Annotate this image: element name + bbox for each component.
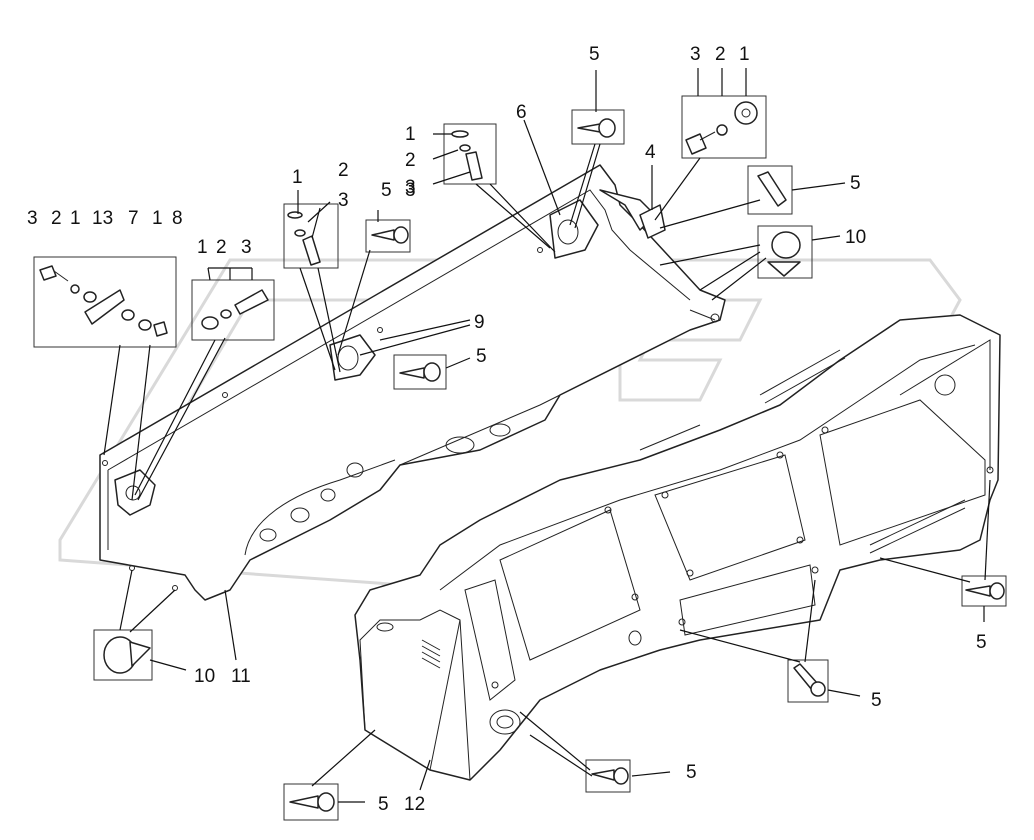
callout-3f: 3 — [405, 177, 416, 198]
callout-2a: 2 — [51, 208, 62, 229]
callout-3c: 3 — [241, 237, 252, 258]
callout-7: 7 — [128, 208, 139, 229]
clip-box-left — [93, 629, 153, 681]
callout-5-bottom-left: 5 — [378, 794, 389, 815]
callout-11: 11 — [231, 666, 251, 687]
screw-box-top — [571, 109, 625, 145]
callout-10a: 10 — [845, 227, 866, 248]
callout-4: 4 — [645, 142, 656, 163]
screw-box-center — [393, 354, 447, 390]
screw-box-bottom-left — [283, 783, 339, 821]
callout-5-top: 5 — [589, 44, 600, 65]
fastener-group-center-left — [191, 279, 275, 341]
callout-5-bottom-right: 5 — [871, 690, 882, 711]
callout-1f: 1 — [405, 124, 416, 145]
dashboard-panel — [354, 314, 1001, 781]
callout-1c: 1 — [197, 237, 208, 258]
callout-13: 13 — [92, 208, 113, 229]
fastener-group-right — [681, 95, 767, 159]
callout-2d: 2 — [338, 160, 349, 181]
callout-5-mid: 5 — [476, 346, 487, 367]
callout-3a: 3 — [27, 208, 38, 229]
callout-1g: 1 — [739, 44, 750, 65]
callout-2c: 2 — [216, 237, 227, 258]
callout-9: 9 — [474, 312, 485, 333]
screw-box-upper-right — [747, 165, 793, 215]
fastener-group-left — [33, 256, 177, 348]
callout-12: 12 — [404, 794, 425, 815]
callout-6: 6 — [516, 102, 527, 123]
fastener-group-stack — [283, 203, 339, 269]
callout-3g: 3 — [690, 44, 701, 65]
callout-2g: 2 — [715, 44, 726, 65]
clip-box-right — [757, 225, 813, 279]
callout-10b: 10 — [194, 666, 215, 687]
callout-2f: 2 — [405, 150, 416, 171]
callout-1d: 1 — [292, 167, 303, 188]
bracket-bolt-4 — [639, 204, 666, 239]
callout-5-lower-right: 5 — [976, 632, 987, 653]
fastener-group-top — [443, 123, 497, 185]
callout-3e: 3 — [405, 180, 416, 201]
callout-labels: 3 2 1 13 7 1 8 1 2 3 1 2 3 5 3 1 2 3 6 5… — [27, 44, 987, 815]
callout-5-bottom-mid: 5 — [686, 762, 697, 783]
callout-1a: 1 — [70, 208, 81, 229]
screw-box-bottom-mid — [585, 759, 631, 793]
callout-5a: 5 — [381, 180, 392, 201]
callout-8: 8 — [172, 208, 183, 229]
screw-box-bottom-right — [787, 659, 829, 703]
callout-5-right: 5 — [850, 173, 861, 194]
callout-3d: 3 — [338, 190, 349, 211]
leader-lines — [103, 68, 991, 803]
screw-box-lower-right — [961, 575, 1007, 607]
screw-box-mid-left — [365, 219, 411, 253]
callout-1b: 1 — [152, 208, 163, 229]
